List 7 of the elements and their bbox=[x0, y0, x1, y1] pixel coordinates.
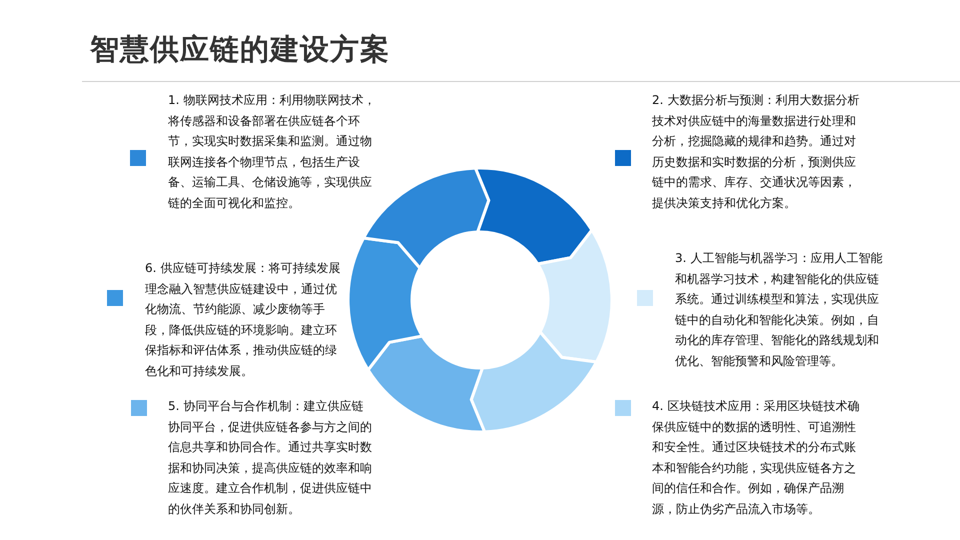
description-text: 6. 供应链可持续发展：将可持续发展理念融入智慧供应链建设中，通过优化物流、节约能源、减少废物等手段，降低供应链的环境影响。建立环保指标和评估体系，推动供应链的绿色化和可持续发展。 bbox=[145, 260, 342, 380]
description-text: 2. 大数据分析与预测：利用大数据分析技术对供应链中的海量数据进行处理和分析，挖掘隐藏的规律和趋势。通过对历史数据和实时数据的分析，预测供应链中的需求、库存、交通状况等因素，提供决策支持和优化方案。 bbox=[652, 92, 860, 212]
description-text: 5. 协同平台与合作机制：建立供应链协同平台，促进供应链各参与方之间的信息共享和协同合作。通过共享实时数据和协同决策，提高供应链的效率和响应速度。建立合作机制，促进供应链中的伙伴关系和协同创新。 bbox=[168, 398, 373, 518]
page-title: 智慧供应链的建设方案 bbox=[90, 31, 390, 68]
description-text: 3. 人工智能与机器学习：应用人工智能和机器学习技术，构建智能化的供应链系统。通过训练模型和算法，实现供应链中的自动化和智能化决策。例如，自动化的库存管理、智能化的路线规划和优化、智能预警和风险管理等。 bbox=[675, 250, 884, 370]
description-text: 4. 区块链技术应用：采用区块链技术确保供应链中的数据的透明性、可追溯性和安全性。通过区块链技术的分布式账本和智能合约功能，实现供应链各方之间的信任和合作。例如，确保产品溯源，防止伪劣产品流入市场等。 bbox=[652, 398, 860, 518]
description-text: 1. 物联网技术应用：利用物联网技术，将传感器和设备部署在供应链各个环节，实现实时数据采集和监测。通过物联网连接各个物理节点，包括生产设备、运输工具、仓储设施等，实现供应链的全面可视化和监控。 bbox=[168, 92, 376, 212]
